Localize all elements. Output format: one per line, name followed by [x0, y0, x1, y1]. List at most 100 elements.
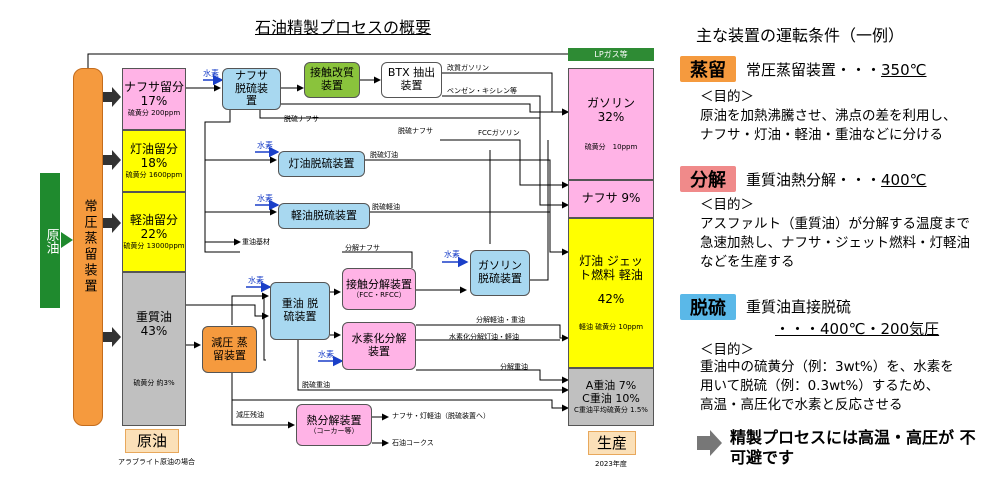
- crude-label-box: 原油: [125, 429, 179, 453]
- kerosene-hds-unit: 灯油脱硫装置: [278, 151, 365, 177]
- product-fuel-oil: A重油 7% C重油 10% C重油平均硫黄分 1.5%: [568, 368, 654, 426]
- conclusion-arrow-icon: [697, 436, 711, 450]
- fcc-unit: 接触分解装置 （FCC・RFCC）: [342, 268, 416, 310]
- crude-oil-box: 原油: [40, 173, 60, 308]
- resid-hds-unit: 重油 脱硫装置: [270, 282, 330, 340]
- a-fuel-label: A重油 7%: [585, 379, 637, 393]
- fraction-sulfur: 硫黄分 13000ppm: [123, 241, 185, 250]
- gasoline-pct: 32%: [597, 109, 625, 124]
- gasoline-hds-unit: ガソリン 脱硫装置: [470, 250, 530, 296]
- purpose-line-2c: などを生産する: [700, 254, 795, 270]
- stream-benzene: ベンゼン・キシレン等: [447, 87, 517, 95]
- purpose-line-2b: 急速加熱し、ナフサ・ジェット燃料・灯軽油: [700, 235, 970, 251]
- fraction-sulfur: 硫黄分 1600ppm: [125, 170, 183, 179]
- tag-desulfurization: 脱硫: [680, 294, 736, 320]
- product-naphtha: ナフサ 9%: [568, 180, 654, 218]
- atmospheric-distillation-unit: 常圧蒸留装置: [73, 68, 103, 426]
- gasoline-sulfur: 硫黄分 10ppm: [584, 142, 638, 151]
- tag-distillation-text: 蒸留: [690, 60, 726, 81]
- atm-distillation-label: 常圧蒸留装置: [81, 199, 97, 295]
- resid-hds-label: 重油 脱硫装置: [281, 297, 319, 323]
- stream-reformed-gasoline: 改質ガソリン: [447, 64, 489, 72]
- fraction-arrow-2: [103, 155, 113, 165]
- fraction-gasoil: 軽油留分 22% 硫黄分 13000ppm: [122, 192, 186, 272]
- vacuum-label: 減圧 蒸留装置: [211, 335, 248, 362]
- stream-cracked-gasoil: 分解軽油・重油: [476, 316, 525, 324]
- purpose-line-3c: 高温・高圧化で水素と反応させる: [700, 397, 903, 413]
- btx-unit: BTX 抽出装置: [381, 62, 442, 98]
- fcc-sub-label: （FCC・RFCC）: [352, 291, 406, 300]
- fraction-name: ナフサ留分: [123, 80, 184, 95]
- fraction-naphtha: ナフサ留分 17% 硫黄分 200ppm: [122, 68, 186, 130]
- fraction-arrow-4-head: [112, 327, 121, 347]
- fraction-name: 重質油: [135, 310, 172, 325]
- purpose-line-3b: 用いて脱硫（例：0.3wt%）するため、: [700, 378, 940, 394]
- purpose-line-3a: 重油中の硫黄分（例：3wt%）を、水素を: [700, 359, 954, 375]
- purpose-label-1: ＜目的＞: [700, 89, 754, 105]
- fraction-kerosene: 灯油留分 18% 硫黄分 1600ppm: [122, 130, 186, 192]
- fraction-arrow-1: [103, 92, 113, 102]
- crude-arrow: [61, 232, 73, 248]
- stream-desulf-gasoil: 脱硫軽油: [372, 203, 400, 211]
- product-gasoline: ガソリン 32% 硫黄分 10ppm: [568, 68, 654, 180]
- thermal-cracking-unit: 熱分解装置 （コーカー等）: [296, 404, 372, 446]
- fraction-arrow-3-head: [112, 213, 121, 233]
- tag-desulfurization-text: 脱硫: [690, 298, 726, 319]
- stream-hc-kerosene: 水素化分解灯油・軽油: [449, 333, 519, 341]
- stream-fcc-gasoline: FCCガソリン: [478, 129, 520, 137]
- fraction-pct: 17%: [140, 93, 168, 108]
- naphtha-label: ナフサ 9%: [581, 191, 641, 206]
- condition-desulfurization: 重質油直接脱硫: [746, 296, 851, 317]
- fraction-arrow-3: [103, 218, 113, 228]
- production-label: 生産: [588, 431, 636, 455]
- condition-desulfurization-value: ・・・400℃・200気圧: [775, 320, 940, 338]
- condition-cracking: 重質油熱分解・・・400℃: [746, 169, 927, 190]
- fraction-name: 灯油留分: [129, 142, 178, 157]
- fraction-arrow-4: [103, 332, 113, 342]
- c-fuel-label: C重油 10%: [582, 391, 640, 405]
- thermal-label: 熱分解装置: [306, 413, 362, 427]
- stream-cracked-naphtha: 分解ナフサ: [345, 244, 380, 252]
- btx-label: BTX 抽出装置: [387, 66, 436, 92]
- purpose-line-1b: ナフサ・灯油・軽油・重油などに分ける: [700, 127, 943, 143]
- reformer-label: 接触改質 装置: [310, 66, 354, 92]
- product-middle-distillates: 灯油 ジェット燃料 軽油 42% 軽油 硫黄分 10ppm: [568, 218, 654, 368]
- crude-label: 原油: [43, 227, 59, 254]
- fraction-pct: 43%: [140, 323, 168, 338]
- fraction-sulfur: 硫黄分 200ppm: [127, 108, 181, 117]
- hydrocracker-unit: 水素化分解 装置: [342, 322, 416, 370]
- purpose-line-2a: アスファルト（重質油）が分解する温度まで: [700, 216, 970, 232]
- stream-cracked-fuel: 分解重油: [500, 363, 528, 371]
- middle-sulfur: 軽油 硫黄分 10ppm: [578, 322, 644, 331]
- purpose-label-2: ＜目的＞: [700, 197, 754, 213]
- condition-text: 重質油熱分解・・・: [746, 171, 882, 189]
- production-year: 2023年度: [595, 460, 627, 468]
- stream-desulf-kerosene: 脱硫灯油: [370, 151, 398, 159]
- vacuum-distillation-unit: 減圧 蒸留装置: [202, 326, 257, 373]
- stream-desulf-fuel: 脱硫重油: [302, 381, 330, 389]
- fcc-label: 接触分解装置: [346, 277, 412, 291]
- lpg-label: LPガス等: [594, 49, 628, 59]
- stream-desulf-naphtha-2: 脱硫ナフサ: [398, 127, 433, 135]
- condition-text: 重質油直接脱硫: [746, 298, 852, 316]
- stream-heavy-base: 重油基材: [242, 238, 270, 246]
- hydrocracker-label: 水素化分解 装置: [351, 332, 407, 358]
- condition-distillation: 常圧蒸留装置・・・350℃: [746, 59, 927, 80]
- middle-pct: 42%: [597, 291, 625, 306]
- middle-label: 灯油 ジェット燃料 軽油: [579, 254, 643, 283]
- fraction-arrow-1-head: [112, 87, 121, 107]
- hydrogen-label-5: 水素: [444, 250, 460, 259]
- fraction-pct: 22%: [140, 226, 168, 241]
- naphtha-hds-unit: ナフサ 脱硫装置: [222, 68, 281, 110]
- hydrogen-label-2: 水素: [257, 141, 273, 150]
- tag-distillation: 蒸留: [680, 56, 736, 82]
- fraction-heavy: 重質油 43% 硫黄分 約3%: [122, 272, 186, 426]
- gasoil-hds-unit: 軽油脱硫装置: [278, 203, 370, 229]
- reformer-unit: 接触改質 装置: [304, 62, 360, 98]
- tag-cracking-text: 分解: [690, 170, 726, 191]
- panel-title: 主な装置の運転条件（一例）: [696, 26, 905, 45]
- gasoline-label: ガソリン: [586, 96, 635, 111]
- fraction-arrow-2-head: [112, 150, 121, 170]
- hydrogen-label-4: 水素: [248, 276, 264, 285]
